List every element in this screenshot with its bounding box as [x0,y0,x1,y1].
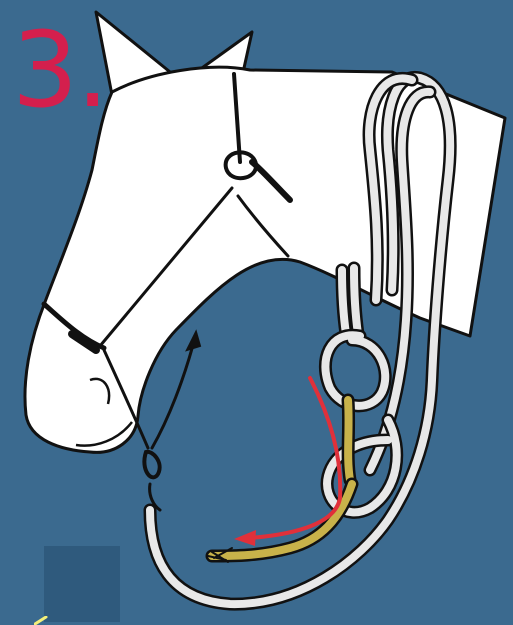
halter-fiador-knot [144,452,159,478]
lead-rope-drop-1 [342,270,346,334]
placeholder-square [44,546,120,622]
working-end-upper [348,400,350,480]
halter-up-arrow-icon [187,332,200,350]
direction-arrow-icon [234,378,340,546]
step-number-label: 3. [12,18,107,122]
corner-mark-icon [34,616,48,625]
lead-rope-drop-2 [354,268,358,334]
